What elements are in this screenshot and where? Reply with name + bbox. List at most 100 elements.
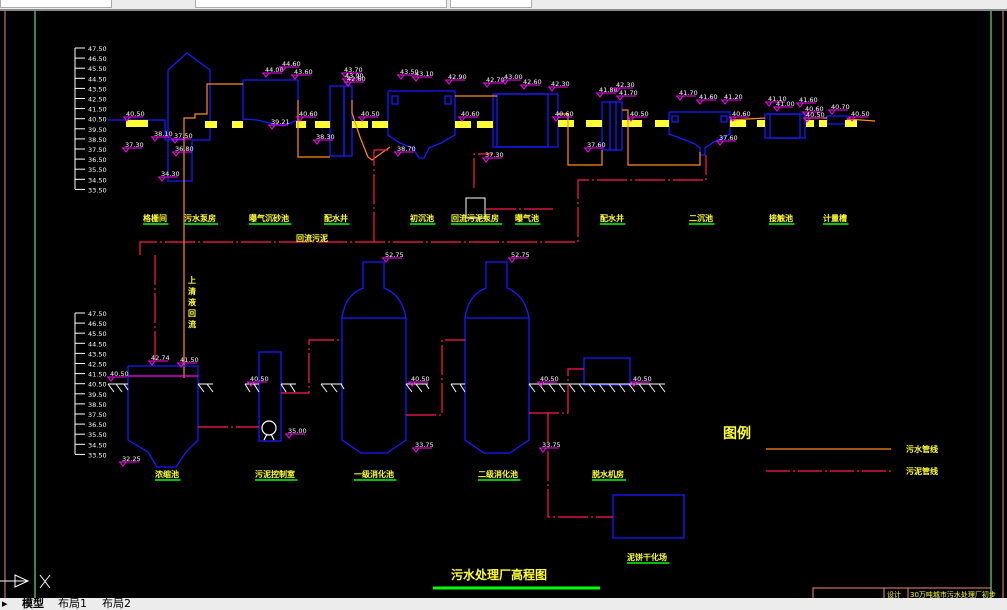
- elevation-label: 41.70: [619, 89, 638, 97]
- elevation-label: 38.30: [316, 133, 335, 141]
- title-block: 设计 30万吨城市污水处理厂初步: [812, 587, 996, 599]
- unit-label: 泥饼干化场: [627, 552, 667, 562]
- dewatering-building: [583, 357, 631, 386]
- secondary-digester: [464, 261, 530, 454]
- unit-label: 二级消化池: [478, 469, 518, 479]
- ruler-tick-label: 39.50: [88, 126, 107, 134]
- ruler-tick-label: 42.50: [88, 96, 107, 104]
- elevation-label: 42.30: [551, 80, 570, 88]
- elevation-ruler-upper: 47.5046.5045.5044.5043.5042.5041.5040.50…: [74, 45, 107, 194]
- ruler-tick-label: 46.50: [88, 320, 107, 328]
- metering-flume: [826, 115, 848, 125]
- ruler-tick-label: 39.50: [88, 391, 107, 399]
- aerated-grit-tank: [242, 79, 299, 127]
- svg-text:清: 清: [188, 286, 196, 296]
- layer-control-dropdown[interactable]: [195, 0, 447, 8]
- ruler-tick-label: 45.50: [88, 65, 107, 73]
- elevation-label: 40.60: [732, 110, 751, 118]
- elevation-label: 42.60: [523, 78, 542, 86]
- elevation-label: 37.30: [125, 141, 144, 149]
- elevation-label: 40.50: [630, 110, 649, 118]
- elevation-ruler-lower: 47.5046.5045.5044.5043.5042.5041.5040.50…: [74, 310, 107, 459]
- unit-label: 计量槽: [823, 213, 847, 223]
- elevation-label: 43.70: [344, 66, 363, 74]
- ruler-tick-label: 34.50: [88, 176, 107, 184]
- ruler-tick-label: 34.50: [88, 441, 107, 449]
- layer-dropdown[interactable]: [0, 0, 112, 8]
- svg-text:流: 流: [188, 319, 196, 329]
- unit-label: 污水泵房: [184, 213, 216, 223]
- unit-label: 浓缩池: [155, 469, 179, 479]
- ruler-tick-label: 42.50: [88, 361, 107, 369]
- contact-tank: [764, 113, 806, 139]
- elevation-label: 40.50: [540, 375, 559, 383]
- lower-elevation-markers: 42.74 41.50 40.50 32.25 40.50 35.00 52.75 40.50…: [107, 251, 652, 467]
- elevation-label: 36.80: [175, 145, 194, 153]
- elevation-label: 39.21: [271, 118, 290, 126]
- layout-tabs-bar: ▸ 模型 布局1 布局2: [0, 598, 1007, 610]
- svg-text:上: 上: [188, 275, 196, 285]
- elevation-label: 41.50: [180, 356, 199, 364]
- elevation-label: 33.75: [415, 441, 434, 449]
- legend-sludge-label: 污泥管线: [906, 466, 938, 476]
- elevation-label: 40.60: [805, 105, 824, 113]
- elevation-label: 43.50: [400, 68, 419, 76]
- elevation-label: 40.50: [806, 111, 825, 119]
- elevation-label: 43.90: [345, 72, 364, 80]
- elevation-label: 40.50: [633, 375, 652, 383]
- ruler-tick-label: 38.50: [88, 136, 107, 144]
- elevation-label: 40.50: [110, 370, 129, 378]
- unit-label: 接触池: [769, 213, 793, 223]
- elevation-label: 40.50: [250, 375, 269, 383]
- elevation-label: 40.50: [411, 375, 430, 383]
- linetype-dropdown[interactable]: [450, 0, 532, 8]
- ruler-tick-label: 33.50: [88, 186, 107, 194]
- tab-layout2[interactable]: 布局2: [102, 597, 131, 610]
- upper-unit-labels: 格栅间污水泵房曝气沉砂池配水井初沉池回流污泥泵房曝气池配水井二沉池接触池计量槽: [143, 213, 849, 225]
- elevation-label: 42.90: [448, 73, 467, 81]
- unit-label: 一级消化池: [354, 469, 394, 479]
- ruler-tick-label: 40.50: [88, 116, 107, 124]
- elevation-label: 40.50: [126, 110, 145, 118]
- unit-label: 脱水机房: [592, 469, 624, 479]
- elevation-label: 35.00: [288, 427, 307, 435]
- tab-scroll-icon[interactable]: ▸: [2, 597, 8, 610]
- tab-model[interactable]: 模型: [22, 597, 44, 610]
- elevation-label: 40.60: [555, 110, 574, 118]
- drawing-canvas[interactable]: 47.50 46.50 45.50 44.50 43.50 42.50 41.50 40.50…: [0, 11, 1007, 599]
- sludge-pipes-upper: [139, 149, 707, 360]
- unit-label: 曝气池: [515, 213, 539, 223]
- elevation-label: 41.70: [679, 89, 698, 97]
- primary-digester: [341, 261, 407, 454]
- elevation-label: 41.10: [768, 95, 787, 103]
- elevation-label: 43.10: [415, 70, 434, 78]
- ruler-tick-label: 47.50: [88, 310, 107, 318]
- ruler-tick-label: 47.50: [88, 45, 107, 53]
- sewage-pipes-upper: [183, 83, 876, 205]
- tab-layout1[interactable]: 布局1: [58, 597, 87, 610]
- upper-ground-hatches: [126, 120, 857, 128]
- elevation-label: 37.60: [587, 141, 606, 149]
- pump-house: [167, 70, 211, 182]
- ruler-tick-label: 37.50: [88, 146, 107, 154]
- upper-elevation-markers: 40.5038.1037.3037.5036.8034.3044.0044.60…: [122, 60, 870, 182]
- elevation-label: 44.00: [265, 66, 284, 74]
- return-sludge-pump: [465, 197, 486, 219]
- elevation-label: 41.60: [799, 96, 818, 104]
- unit-label: 回流污泥泵房: [451, 213, 499, 223]
- ruler-tick-label: 44.50: [88, 340, 107, 348]
- elevation-label: 42.74: [151, 354, 170, 362]
- elevation-label: 52.75: [511, 251, 530, 259]
- unit-label: 配水井: [324, 213, 348, 223]
- ruler-tick-label: 40.50: [88, 381, 107, 389]
- ruler-tick-label: 38.50: [88, 401, 107, 409]
- elevation-label: 40.50: [361, 110, 380, 118]
- svg-text:液: 液: [188, 297, 196, 307]
- elevation-label: 41.60: [699, 93, 718, 101]
- elevation-label: 32.25: [122, 455, 141, 463]
- sludge-pipes-lower: [198, 339, 613, 518]
- ruler-tick-label: 45.50: [88, 330, 107, 338]
- unit-label: 初沉池: [410, 213, 434, 223]
- sludge-drying-bed: [612, 494, 685, 539]
- elevation-label: 37.30: [485, 151, 504, 159]
